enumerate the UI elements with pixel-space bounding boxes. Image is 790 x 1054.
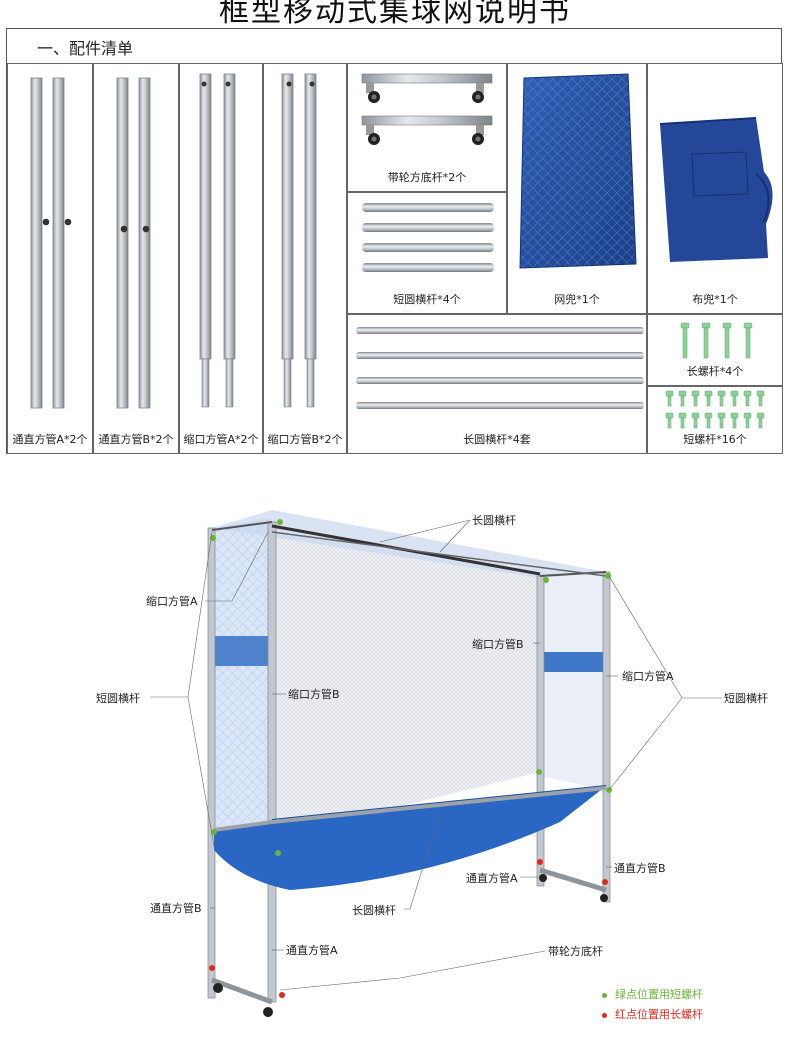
part-straight-tube-b: 通直方管B*2个	[93, 63, 179, 454]
part-label: 通直方管A*2个	[12, 433, 88, 446]
cloth-bag-image	[659, 117, 773, 262]
long-round-bar-image	[356, 327, 644, 409]
callout-wheel-base: 带轮方底杆	[548, 945, 603, 958]
part-label: 长圆横杆*4套	[463, 433, 531, 446]
legend-green: 绿点位置用短螺杆	[602, 986, 703, 1002]
part-label: 缩口方管A*2个	[183, 433, 259, 446]
part-label: 长螺杆*4个	[686, 365, 744, 378]
straight-tube-a-image	[30, 77, 72, 409]
reduced-tube-a-image	[199, 73, 236, 408]
part-label: 短圆横杆*4个	[393, 293, 461, 306]
assembly-diagram: 长圆横杆 缩口方管A 短圆横杆 缩口方管B 缩口方管B 缩口方管A 短圆横杆 通…	[0, 460, 790, 1054]
callout-straight-a-left: 通直方管A	[286, 944, 338, 957]
section-title: 一、配件清单	[37, 39, 134, 58]
part-label: 短螺杆*16个	[683, 433, 747, 446]
net-bag-image	[519, 73, 637, 269]
wheel-base-image	[361, 73, 493, 145]
part-net-bag: 网兜*1个	[507, 63, 647, 314]
part-long-screw: 长螺杆*4个	[647, 314, 783, 386]
legend-green-text: 绿点位置用短螺杆	[615, 988, 703, 1001]
short-round-bar-image	[362, 203, 494, 272]
callout-reduced-b-left: 缩口方管B	[288, 688, 340, 701]
part-label: 带轮方底杆*2个	[387, 171, 467, 184]
legend-red-text: 红点位置用长螺杆	[615, 1008, 703, 1021]
part-reduced-tube-b: 缩口方管B*2个	[263, 63, 347, 454]
callout-short-bar-left: 短圆横杆	[96, 692, 140, 705]
green-dot-icon	[602, 992, 607, 998]
part-short-round-bar: 短圆横杆*4个	[347, 192, 507, 314]
callout-reduced-a-left: 缩口方管A	[146, 595, 198, 608]
part-long-round-bar: 长圆横杆*4套	[347, 314, 647, 454]
page-title: 框型移动式集球网说明书	[219, 0, 571, 29]
assembled-frame-image	[150, 510, 722, 1017]
callout-long-bar-bottom: 长圆横杆	[352, 904, 396, 917]
long-screw-image	[680, 322, 753, 359]
short-screw-image	[665, 390, 765, 429]
part-reduced-tube-a: 缩口方管A*2个	[179, 63, 263, 454]
callout-reduced-a-right: 缩口方管A	[622, 670, 674, 683]
part-short-screw: 短螺杆*16个	[647, 386, 783, 454]
callout-reduced-b-right: 缩口方管B	[472, 638, 524, 651]
callout-long-bar-top: 长圆横杆	[472, 514, 516, 527]
callout-straight-a-mid: 通直方管A	[466, 872, 518, 885]
part-straight-tube-a: 通直方管A*2个	[7, 63, 93, 454]
callout-short-bar-right: 短圆横杆	[724, 692, 768, 705]
part-label: 网兜*1个	[554, 293, 600, 306]
part-wheel-base: 带轮方底杆*2个	[347, 63, 507, 192]
part-label: 布兜*1个	[692, 293, 738, 306]
straight-tube-b-image	[116, 77, 151, 409]
red-dot-icon	[602, 1012, 607, 1018]
reduced-tube-b-image	[281, 73, 317, 408]
parts-list: 一、配件清单	[6, 28, 783, 454]
part-label: 缩口方管B*2个	[267, 433, 343, 446]
part-label: 通直方管B*2个	[98, 433, 174, 446]
callout-straight-b-right: 通直方管B	[614, 862, 666, 875]
part-cloth-bag: 布兜*1个	[647, 63, 783, 314]
callout-straight-b-left: 通直方管B	[150, 902, 202, 915]
legend-red: 红点位置用长螺杆	[602, 1006, 703, 1022]
